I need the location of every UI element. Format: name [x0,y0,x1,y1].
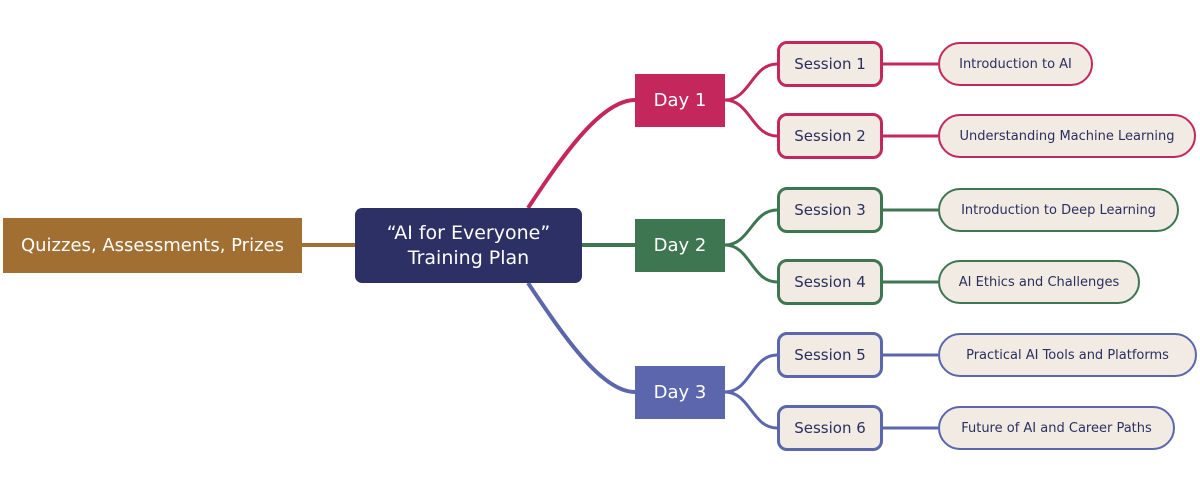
session-label: Session 1 [794,55,866,73]
day-label: Day 1 [653,90,707,111]
session-label: Session 6 [794,419,866,437]
side-node: Quizzes, Assessments, Prizes [3,218,302,273]
connector-center-to-day-1 [526,98,636,210]
topic-label: Introduction to Deep Learning [961,202,1156,218]
session-node-3: Session 3 [777,187,883,233]
session-node-5: Session 5 [777,332,883,378]
connector-day-3-to-session-5 [724,353,778,394]
day-node-1: Day 1 [635,74,725,127]
connector-day-1-to-session-2 [724,98,778,138]
topic-node-4: AI Ethics and Challenges [938,260,1140,304]
topic-node-5: Practical AI Tools and Platforms [938,333,1197,377]
session-label: Session 3 [794,201,866,219]
topic-label: AI Ethics and Challenges [958,274,1120,290]
topic-label: Introduction to AI [959,56,1072,72]
connector-center-to-day-3 [526,281,636,394]
center-node: “AI for Everyone” Training Plan [355,208,582,283]
topic-node-2: Understanding Machine Learning [938,114,1196,158]
connector-day-1-to-session-1 [724,62,778,102]
side-node-label: Quizzes, Assessments, Prizes [20,235,284,256]
topic-node-6: Future of AI and Career Paths [938,406,1175,450]
session-label: Session 5 [794,346,866,364]
center-title-line-1: “AI for Everyone” [386,221,551,244]
connector-day-2-to-session-3 [724,208,778,247]
topic-label: Practical AI Tools and Platforms [966,347,1169,363]
topic-node-3: Introduction to Deep Learning [938,188,1179,232]
topic-label: Future of AI and Career Paths [961,420,1152,436]
center-title-line-2: Training Plan [407,246,530,269]
day-label: Day 2 [653,235,707,256]
connector-day-3-to-session-6 [724,390,778,430]
session-node-2: Session 2 [777,113,883,159]
session-node-4: Session 4 [777,259,883,305]
session-node-1: Session 1 [777,41,883,87]
session-node-6: Session 6 [777,405,883,451]
session-label: Session 2 [794,127,866,145]
day-node-2: Day 2 [635,219,725,272]
day-label: Day 3 [653,382,707,403]
topic-label: Understanding Machine Learning [959,128,1175,144]
day-node-3: Day 3 [635,366,725,419]
connector-day-2-to-session-4 [724,243,778,284]
topic-node-1: Introduction to AI [938,42,1093,86]
session-label: Session 4 [794,273,866,291]
